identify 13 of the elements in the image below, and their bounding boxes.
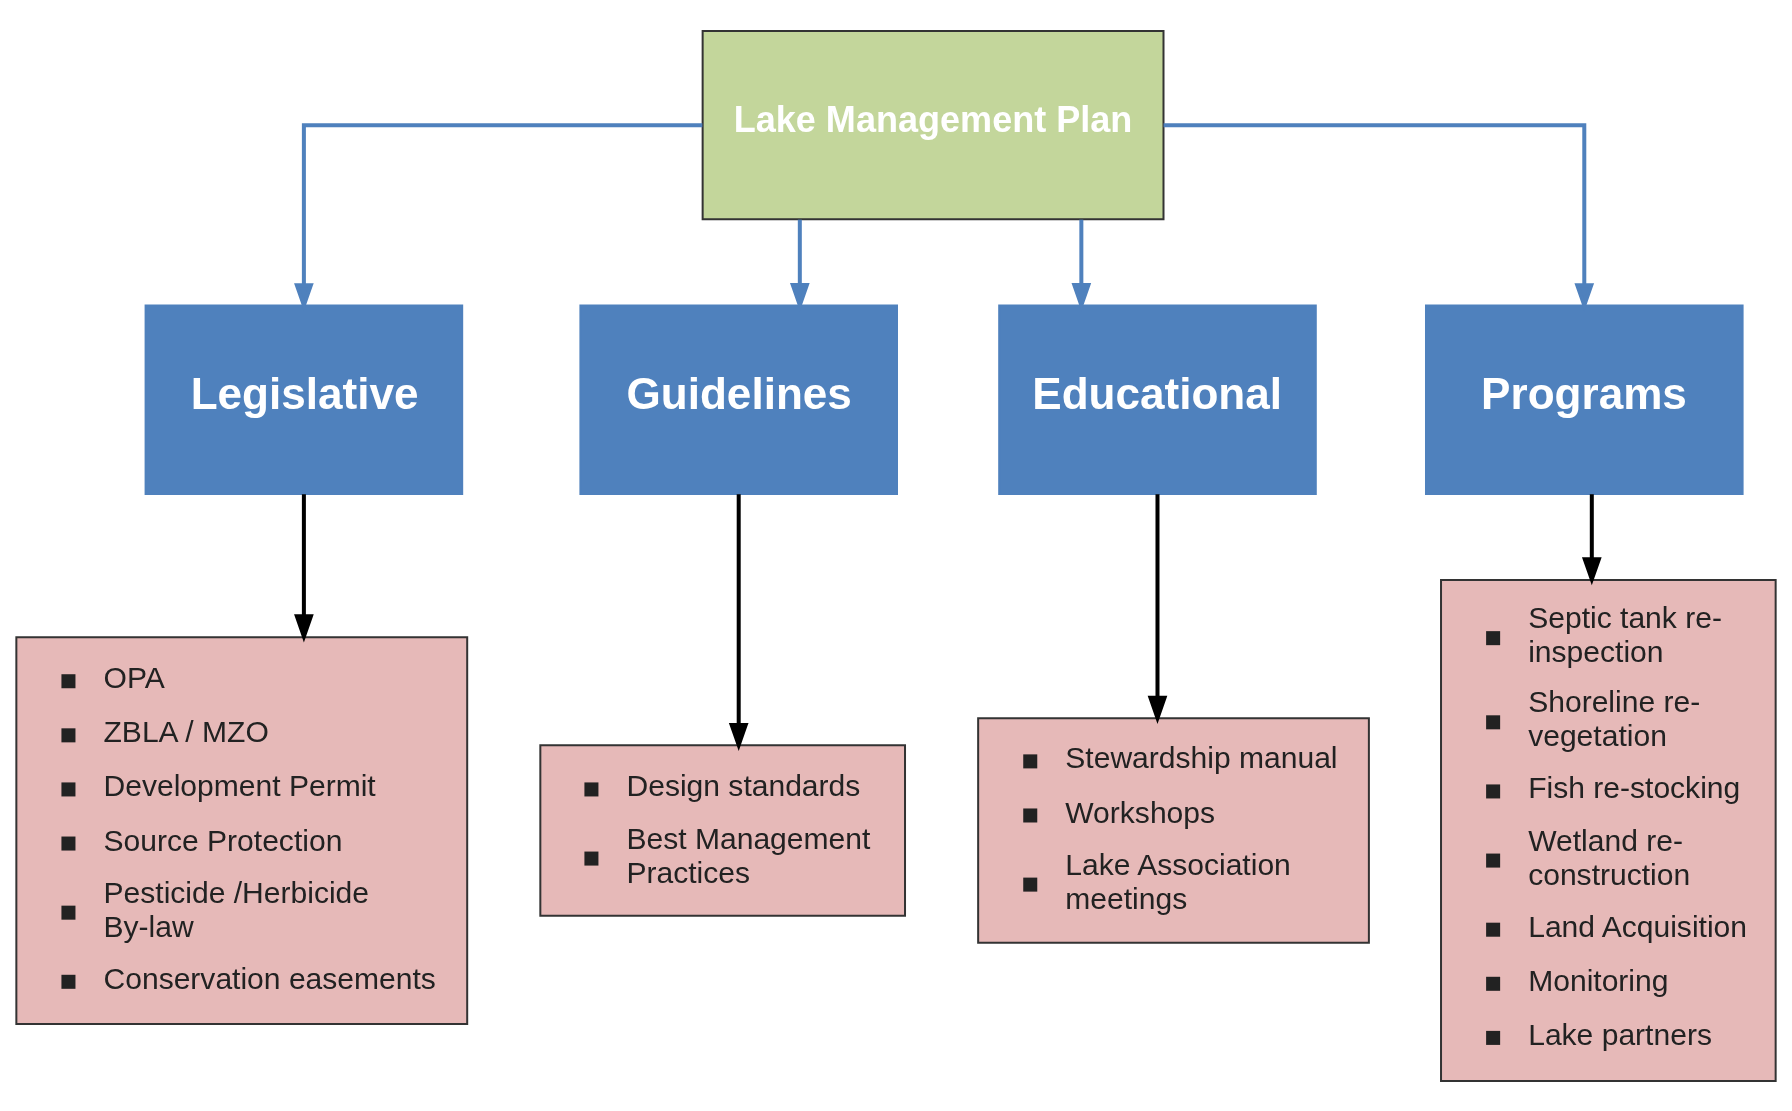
arrow (1581, 493, 1602, 585)
arrow (1147, 493, 1168, 724)
node-box: Educational (998, 304, 1317, 495)
node-box: Septic tank re- inspection Shoreline re- vegetation Fish re-stocking Wetland re- construction Land Acquisition Monitoring Lake partners (1440, 578, 1777, 1082)
arrow (294, 493, 314, 642)
node-box: Legislative (144, 304, 464, 495)
node-box: Guidelines (579, 304, 898, 495)
node-box: Design standards Best Management Practices (539, 743, 906, 917)
node-box: Programs (1425, 304, 1744, 495)
node-box: Lake Management Plan (701, 29, 1165, 220)
arrow (728, 493, 749, 751)
node-box: Stewardship manual Workshops Lake Association meetings (977, 716, 1370, 944)
node-box: OPA ZBLA / MZO Development Permit Source Protection Pesticide /Herbicide By-law Conservation easements (15, 635, 469, 1025)
